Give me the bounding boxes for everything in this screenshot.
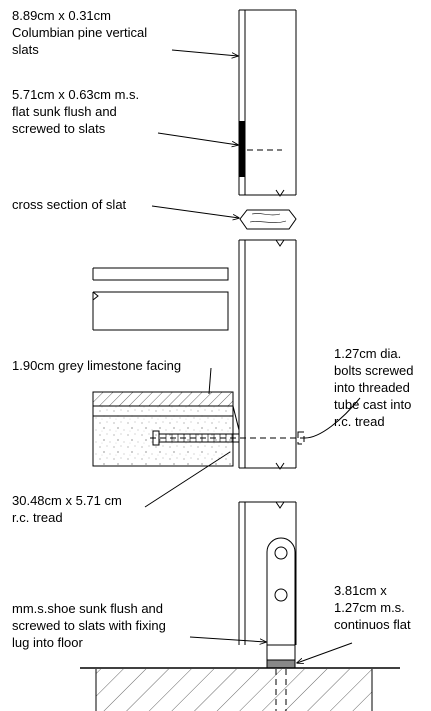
label-vertical-slats: 8.89cm x 0.31cm Columbian pine vertical … — [12, 8, 151, 57]
label-tread: 30.48cm x 5.71 cm r.c. tread — [12, 493, 125, 525]
slat-middle — [238, 239, 297, 470]
limestone-facing — [92, 391, 234, 407]
rc-tread — [92, 405, 234, 467]
label-bolts: 1.27cm dia. bolts screwed into threaded … — [334, 346, 417, 429]
label-flat-bar: 5.71cm x 0.63cm m.s. flat sunk flush and… — [12, 87, 143, 136]
floor-slab — [80, 667, 400, 711]
label-continuous-flat: 3.81cm x 1.27cm m.s. continuos flat — [334, 583, 411, 632]
upper-tread — [92, 267, 229, 331]
label-slat-section: cross section of slat — [12, 197, 127, 212]
slat-cross-section — [239, 209, 297, 230]
bolt-icon — [150, 430, 305, 446]
slat-bottom — [238, 501, 297, 645]
slat-top — [238, 9, 297, 197]
ms-flat-bar — [239, 121, 245, 177]
label-shoe: mm.s.shoe sunk flush and screwed to slat… — [12, 601, 170, 650]
label-limestone: 1.90cm grey limestone facing — [12, 358, 181, 373]
ms-shoe — [266, 537, 296, 669]
break-line-icon — [275, 189, 285, 197]
